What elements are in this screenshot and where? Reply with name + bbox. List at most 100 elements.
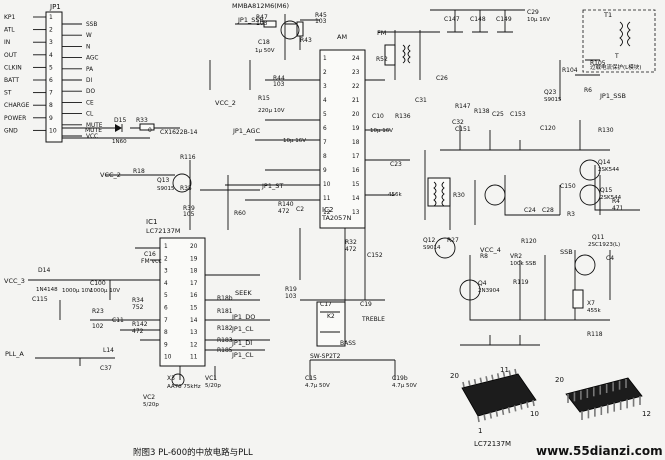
- ref-r52: R52: [376, 56, 388, 63]
- ic2-pin-left: 2: [323, 70, 327, 76]
- ref-x3: X3: [167, 375, 175, 382]
- soic-leg: [507, 406, 511, 414]
- jp1-left-label: ST: [4, 90, 12, 97]
- ref-r60: R60: [234, 210, 246, 217]
- jp1-right-label: CL: [86, 112, 94, 118]
- t1-note: 过载电流保护(L模块): [590, 63, 641, 71]
- val-d14: 1N4148: [36, 287, 58, 293]
- ref-c2: C2: [296, 206, 304, 213]
- ic2-pin-right: 16: [352, 168, 360, 174]
- val-q15: 2SK544: [600, 195, 622, 201]
- soic-leg: [532, 399, 535, 407]
- ref-c23: C23: [390, 161, 402, 168]
- jp1-right-label: SSB: [86, 22, 97, 28]
- val-c104: 1000μ 10V: [62, 288, 92, 294]
- ic2-pin-left: 5: [323, 112, 327, 118]
- val-q4: 2N3904: [478, 288, 500, 294]
- ref-c149: C149: [496, 16, 512, 23]
- val-c14: 10μ 16V: [283, 138, 306, 144]
- ref-vr2: VR2: [510, 253, 522, 260]
- jp1-left-label: OUT: [4, 52, 17, 59]
- val-r32: 472: [345, 246, 357, 253]
- net-treble: TREBLE: [361, 316, 385, 323]
- ref-r142: R142: [132, 321, 148, 328]
- dip-chip-body: [565, 377, 643, 413]
- jp1-left-label: KP1: [4, 14, 16, 21]
- jp1-right-label: AGC: [86, 56, 98, 62]
- jp1-pin-number: 5: [49, 64, 53, 71]
- diode-d15-symbol: [115, 124, 122, 132]
- jp1-right-label: DI: [86, 78, 92, 84]
- ref-c147: C147: [444, 16, 460, 23]
- ic2-ta2057n: IC2 TA2057N 1234567891011122423222120191…: [319, 49, 366, 229]
- ref-q4: Q4: [478, 280, 487, 287]
- val-q11: 2SC1923(L): [588, 242, 620, 248]
- ref-r3: R3: [567, 211, 575, 218]
- ic1-pin-left: 5: [164, 293, 168, 299]
- ref-r18: R18: [133, 168, 145, 175]
- net-vcc2-a: VCC_2: [100, 171, 121, 179]
- ref-r47: R47: [256, 14, 268, 21]
- jp1-left-label: BATT: [4, 77, 19, 84]
- soic-leg: [467, 380, 471, 386]
- ref-c148: C148: [470, 16, 486, 23]
- val-c13: 220μ 10V: [258, 108, 285, 114]
- val-r142: 472: [132, 328, 144, 335]
- val-c100: 1000μ 10V: [90, 288, 120, 294]
- jp1-right-label: DO: [86, 89, 95, 95]
- ic1-pin-right: 17: [190, 281, 198, 287]
- jp1-left-label: POWER: [4, 115, 26, 122]
- component-labels: MMBA812M6(M6) R47 103 R45 103 R43 C18 1μ…: [32, 2, 624, 408]
- ref-q14: Q14: [598, 159, 611, 166]
- soic-leg: [514, 368, 517, 375]
- ic1-pin-right: 13: [190, 330, 198, 336]
- val-q12: S9014: [423, 245, 441, 251]
- ic1-pin-right: 16: [190, 293, 198, 299]
- ic1-pin-right: 20: [190, 244, 198, 250]
- ref-r23: R23: [92, 308, 104, 315]
- soic-leg: [489, 412, 493, 419]
- net-am: AM: [337, 33, 347, 41]
- chip-photo-soic: 20 11 1 10 LC72137M: [450, 366, 539, 448]
- net-vcc3: VCC_3: [4, 277, 25, 285]
- val-r39: 105: [183, 211, 195, 218]
- ref-c19b: C19b: [392, 375, 408, 382]
- val-c18: 1μ 50V: [255, 48, 275, 54]
- ref-r19: R19: [285, 286, 297, 293]
- val-vc2: 5/20p: [143, 402, 159, 408]
- val-r34: 752: [132, 304, 144, 311]
- ic2-pin-left: 6: [323, 126, 327, 132]
- ic2-pin-left: 4: [323, 98, 327, 104]
- watermark-text: www.55dianzi.com: [536, 444, 663, 458]
- ic2-pin-right: 18: [352, 140, 360, 146]
- ic2-part: TA2057N: [321, 214, 351, 222]
- jp1-pin-number: 10: [49, 127, 57, 134]
- ic2-pin-left: 3: [323, 84, 327, 90]
- net-st: JP1_ST: [261, 182, 283, 190]
- ic1-part: LC72137M: [146, 227, 180, 235]
- soic-leg: [496, 373, 500, 379]
- ref-c15: C15: [305, 375, 317, 382]
- ic2-pin-left: 7: [323, 140, 327, 146]
- ref-r8: R8: [480, 253, 488, 260]
- ref-r39: R39: [183, 205, 195, 212]
- soic-leg: [502, 371, 506, 378]
- val-r23: 102: [92, 323, 104, 330]
- ref-d14: D14: [38, 267, 50, 274]
- ref-c4: C4: [606, 255, 614, 262]
- transistor-symbol-top: [280, 20, 300, 40]
- jp1-right-label: MUTE: [86, 123, 103, 129]
- ref-r119: R119: [513, 279, 529, 286]
- ref-c10: C10: [372, 113, 384, 120]
- net-vcc2-b: VCC_2: [215, 99, 236, 107]
- jp1-right-label: W: [86, 33, 92, 39]
- val-r33: 0: [148, 127, 152, 134]
- ic1-pin-right: 12: [190, 342, 198, 348]
- net-cl: JP1_CL: [231, 325, 254, 333]
- ref-r118: R118: [587, 331, 603, 338]
- net-vcc4: VCC_4: [480, 246, 501, 254]
- ic1-pin-left: 3: [164, 269, 168, 275]
- net-bass: BASS: [340, 340, 356, 347]
- net-cl-2: JP1_CL: [231, 351, 254, 359]
